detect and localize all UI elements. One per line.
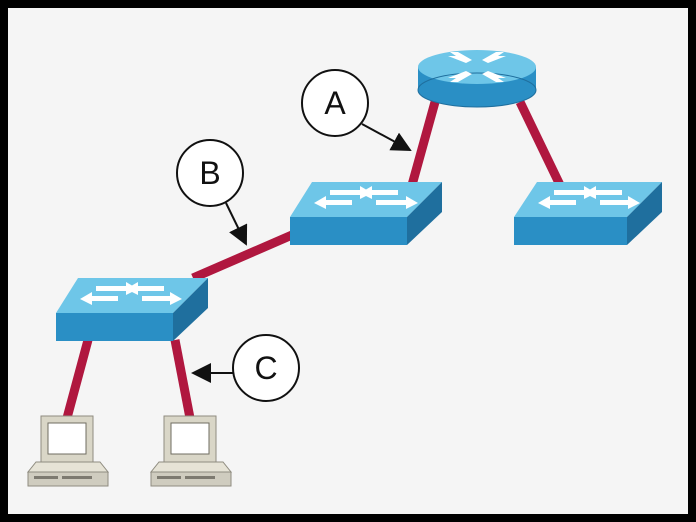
- callout-c-label: C: [254, 350, 277, 386]
- callout-b-label: B: [199, 155, 220, 191]
- callout-b-arrow: [225, 202, 248, 246]
- callout-b: B: [176, 139, 248, 246]
- router-icon: [417, 50, 537, 108]
- callout-c: C: [191, 334, 300, 402]
- cables: [62, 100, 565, 420]
- link-switch-left-pc-left: [62, 338, 93, 420]
- switch-icon: [290, 182, 442, 245]
- callout-a-arrow: [361, 123, 412, 151]
- desktop-pc-icon: [26, 415, 110, 487]
- switch-icon: [56, 278, 208, 341]
- link-router-switch-center: [407, 100, 440, 187]
- desktop-pc-icon: [149, 415, 233, 487]
- switch-icon: [514, 182, 662, 245]
- link-router-switch-right: [515, 100, 565, 187]
- link-switch-left-pc-right: [170, 339, 195, 419]
- callout-a-label: A: [324, 85, 346, 121]
- link-switch-center-switch-left: [191, 230, 294, 283]
- callout-a: A: [301, 69, 412, 151]
